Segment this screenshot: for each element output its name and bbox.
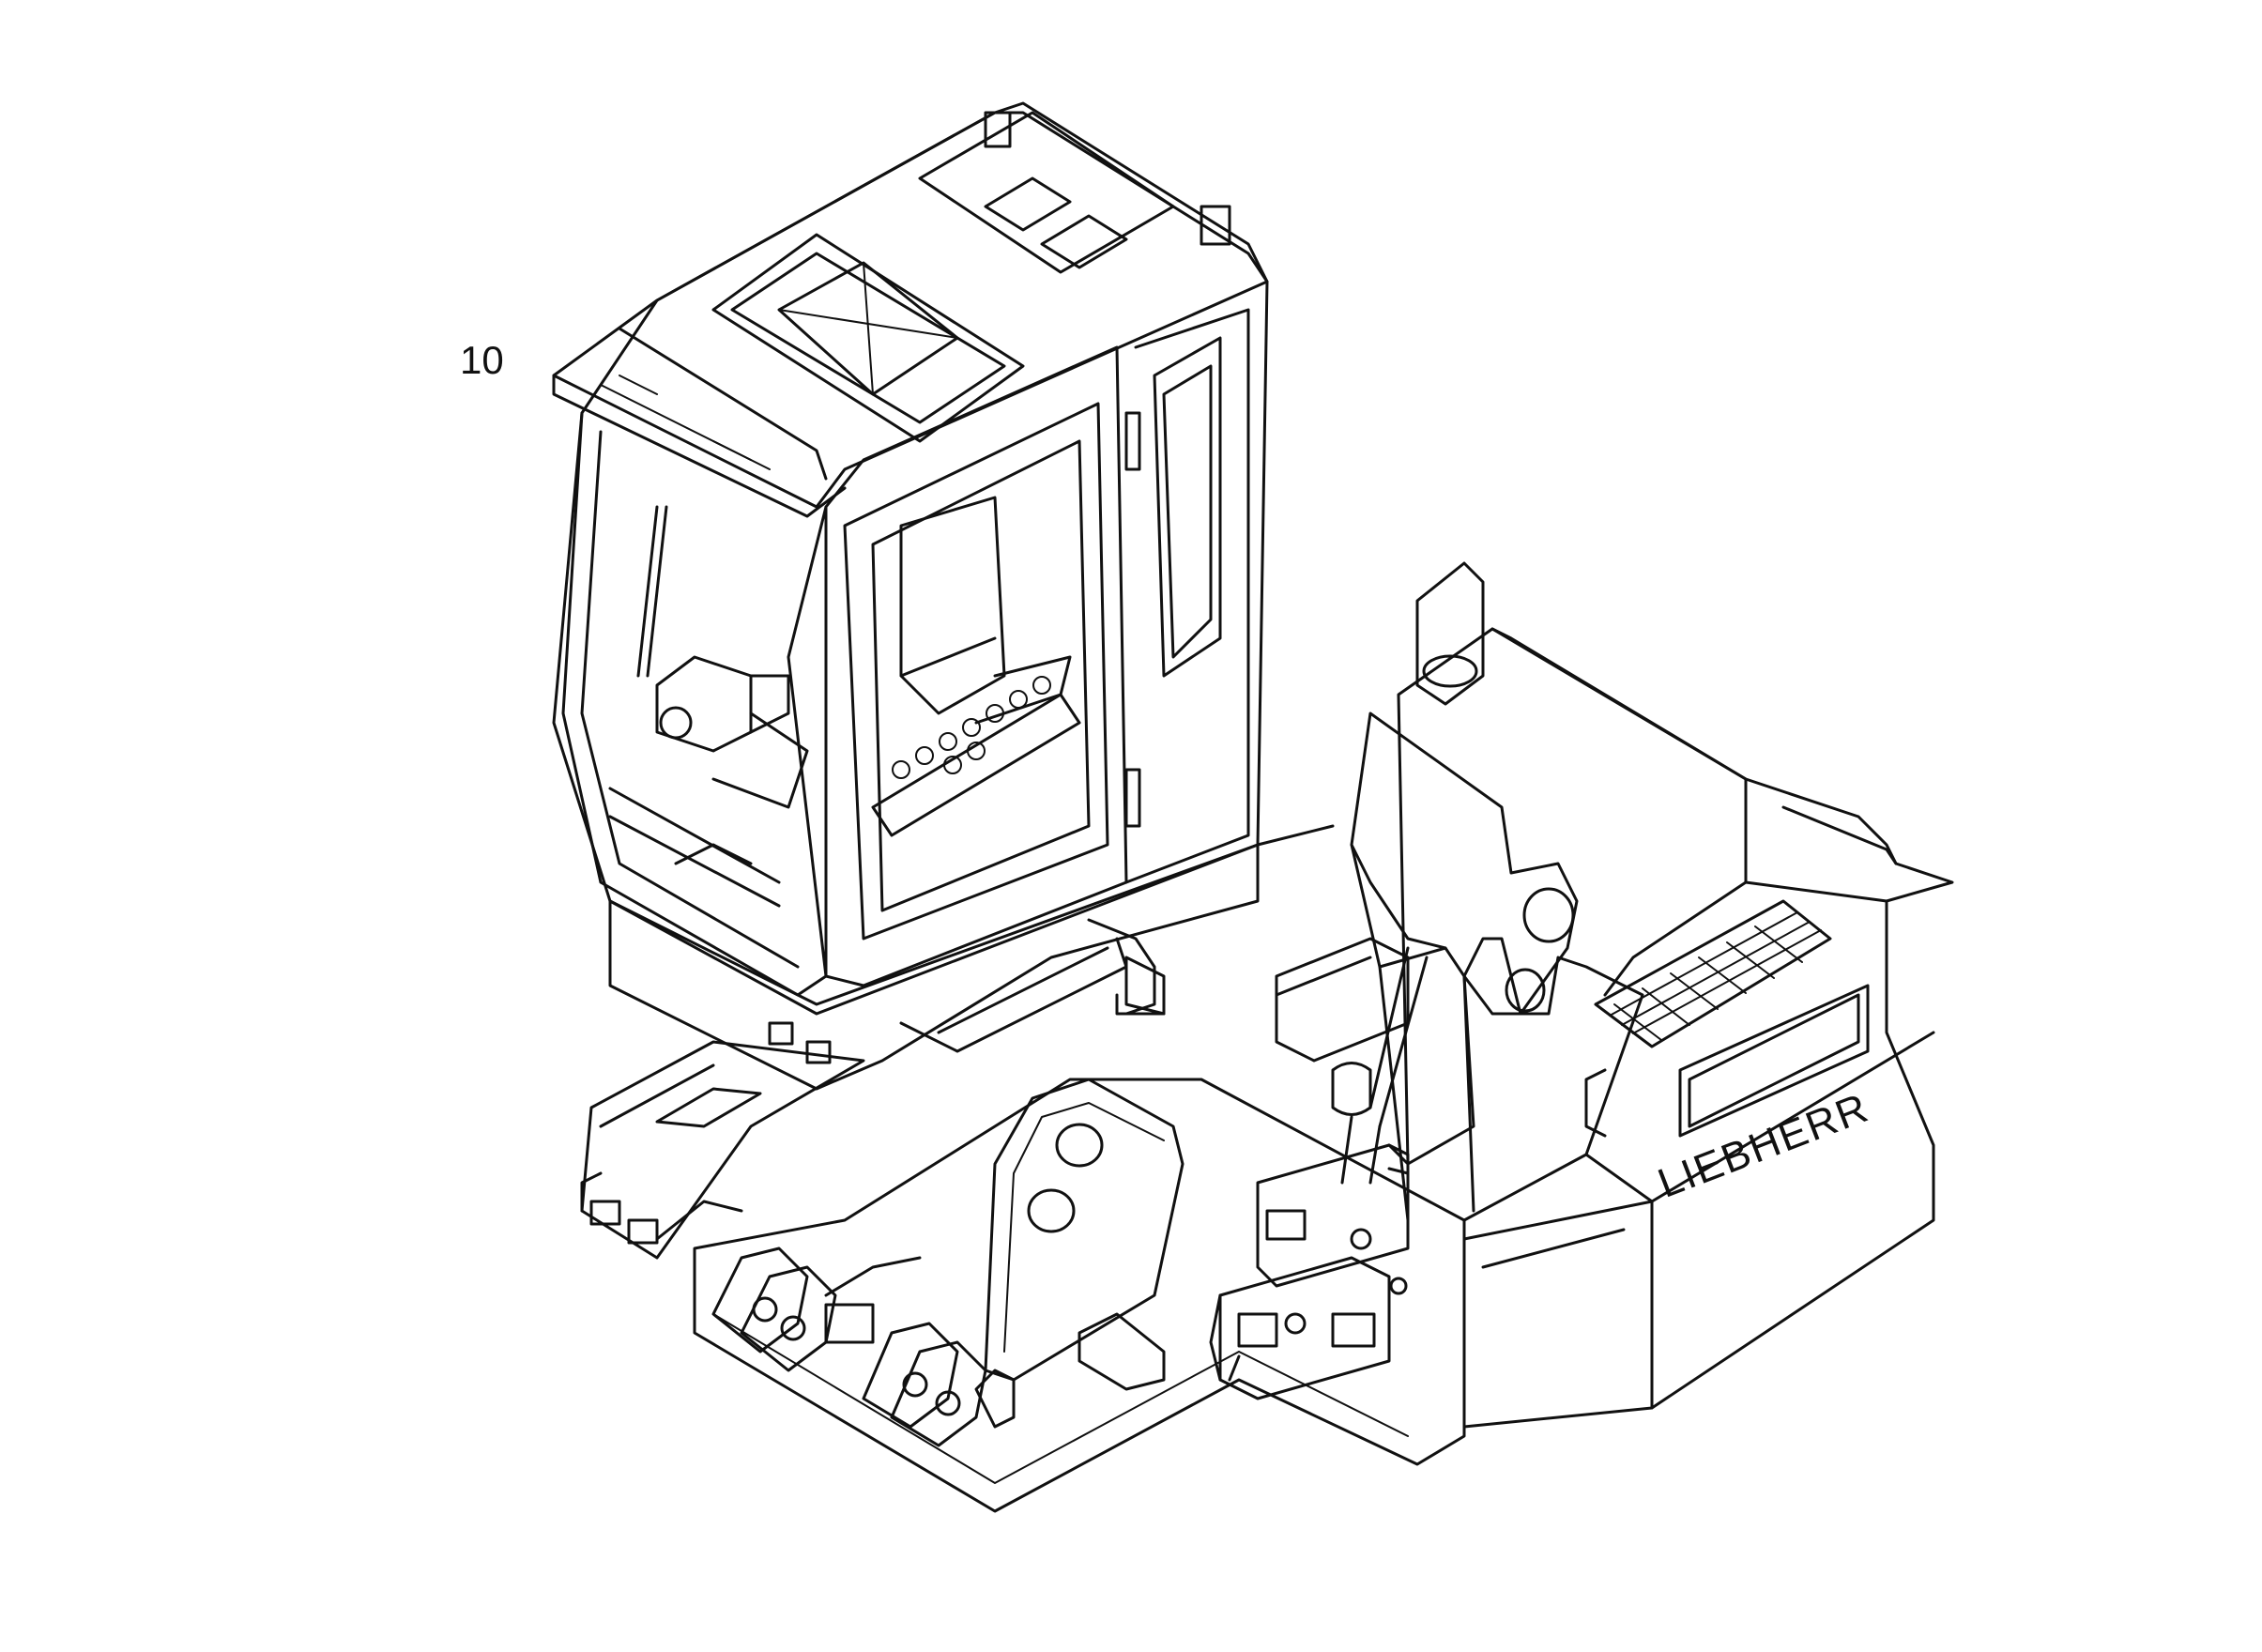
engine-housing — [1397, 627, 1954, 1429]
cab — [552, 101, 1335, 1091]
callout-label: 10 — [460, 338, 504, 382]
boom — [1350, 711, 1579, 1222]
track-frame — [580, 1040, 865, 1260]
counterweight-step — [1275, 937, 1410, 1063]
exhaust-stack — [1415, 561, 1485, 706]
boom-foot — [655, 1078, 1184, 1391]
boom-brackets — [711, 1247, 1016, 1447]
valve-block — [1209, 1062, 1410, 1400]
